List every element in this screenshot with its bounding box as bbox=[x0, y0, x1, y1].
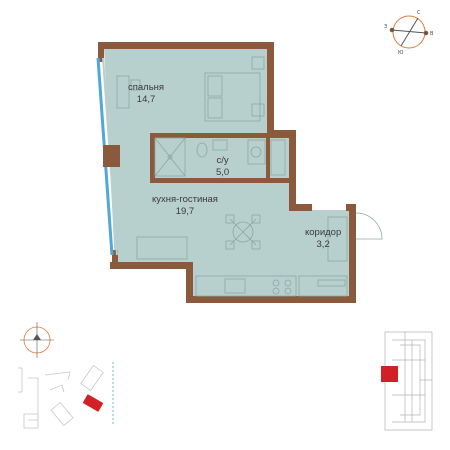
apartment-floor bbox=[104, 48, 355, 302]
compass-letter-w: З bbox=[384, 24, 387, 30]
compass-letter-e: В bbox=[430, 31, 434, 37]
room-label-bathroom: с/у 5,0 bbox=[216, 155, 229, 179]
bathroom-walls bbox=[150, 133, 289, 183]
room-label-bedroom: спальня 14,7 bbox=[128, 82, 164, 106]
room-label-kitchen: кухня-гостиная 19,7 bbox=[152, 194, 218, 218]
key-plan-apartment-highlight bbox=[381, 366, 398, 382]
compass-letters-large: С В Ю З bbox=[384, 10, 434, 56]
compass-letter-s: Ю bbox=[398, 50, 404, 56]
room-label-corridor: коридор 3,2 bbox=[305, 227, 341, 251]
compass-rose-large bbox=[389, 15, 429, 49]
room-name-bedroom: спальня bbox=[128, 82, 165, 93]
bedroom-furniture bbox=[116, 56, 265, 122]
room-area-kitchen: 19,7 bbox=[175, 205, 195, 217]
room-area-bedroom: 14,7 bbox=[136, 93, 156, 105]
site-plan bbox=[18, 322, 114, 429]
floor-key-plan bbox=[381, 331, 433, 431]
compass-letter-n: С bbox=[417, 10, 421, 16]
room-name-bathroom: с/у bbox=[216, 155, 229, 166]
room-area-bathroom: 5,0 bbox=[216, 166, 230, 178]
site-plan-building-highlight bbox=[82, 394, 104, 412]
bathroom-fixtures bbox=[154, 137, 286, 177]
kitchen-living-furniture bbox=[136, 214, 348, 297]
window-glazing bbox=[96, 57, 120, 256]
room-area-corridor: 3,2 bbox=[316, 238, 330, 250]
entry-door bbox=[355, 212, 383, 240]
room-name-corridor: коридор bbox=[305, 227, 342, 238]
room-name-kitchen: кухня-гостиная bbox=[152, 194, 218, 205]
